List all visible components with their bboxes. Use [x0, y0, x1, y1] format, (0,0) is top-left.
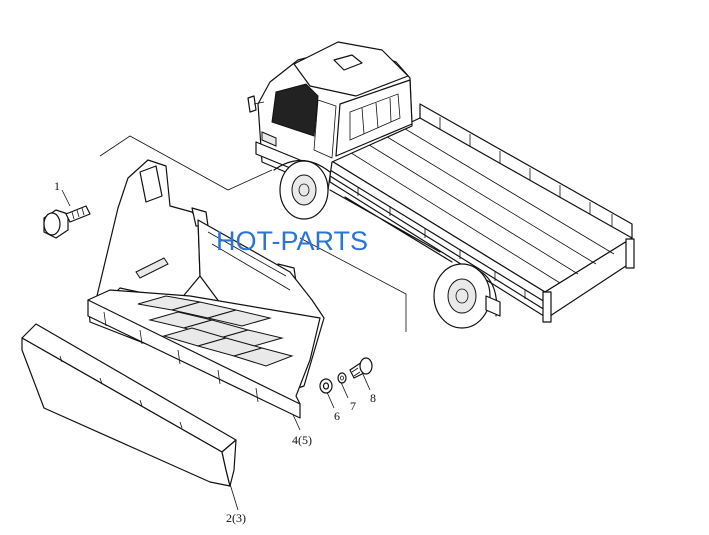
- callout-2-3: 2(3): [226, 511, 246, 525]
- callout-labels: 1 2(3) 4(5) 6 7 8: [54, 179, 376, 525]
- callout-1: 1: [54, 179, 60, 193]
- callout-4-5: 4(5): [292, 433, 312, 447]
- watermark-text: HOT-PARTS: [216, 226, 368, 256]
- callout-8: 8: [370, 391, 376, 405]
- callout-6: 6: [334, 409, 340, 423]
- callout-7: 7: [350, 399, 356, 413]
- step-cover-part-2-3: [21, 323, 237, 487]
- truck-illustration: [247, 41, 635, 329]
- bolt-part-8: [349, 357, 373, 379]
- bolt-part-1: [43, 205, 91, 239]
- step-bracket-part-4-5: [87, 159, 325, 419]
- washer-part-6: [319, 378, 333, 394]
- lock-washer-part-7: [337, 372, 347, 384]
